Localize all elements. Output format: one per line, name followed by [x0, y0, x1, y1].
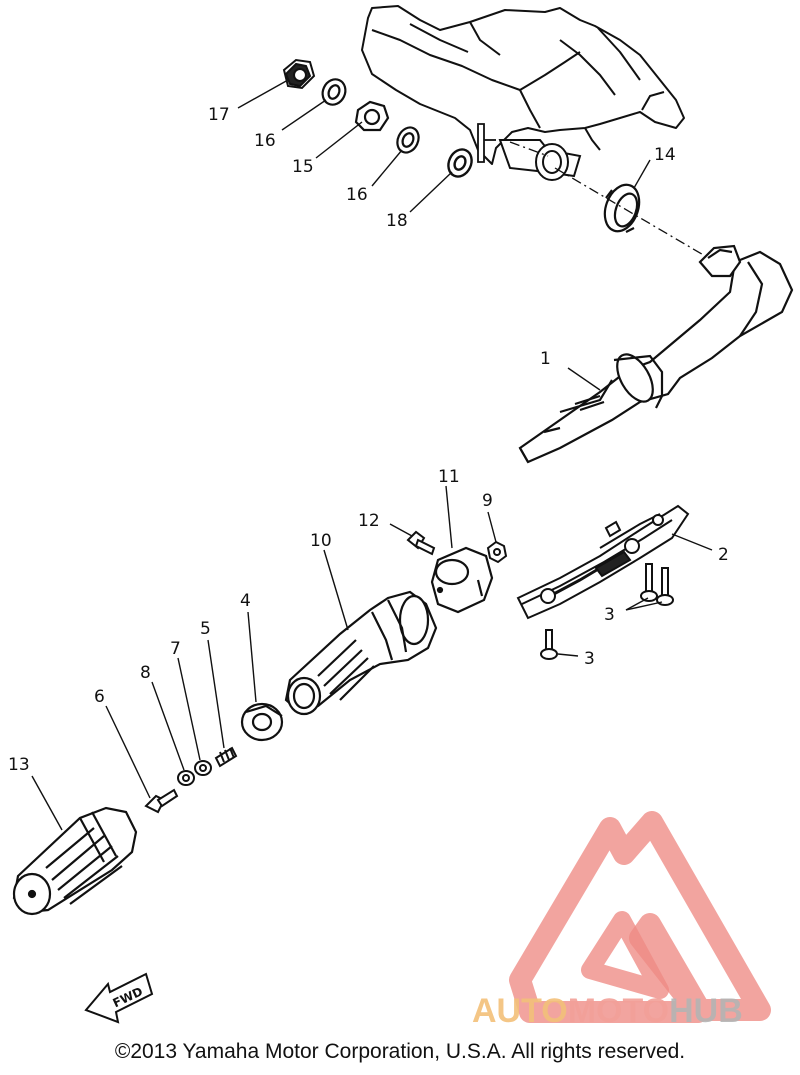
label-part-14: 14: [654, 145, 676, 165]
part-3-screw-c: [540, 629, 558, 660]
label-part-13: 13: [8, 755, 30, 775]
bracket-housing: [361, 5, 685, 165]
bracket-stud: [477, 123, 496, 163]
automotohub-logo-text: AUTOMOTOHUB: [472, 992, 743, 1030]
label-part-16-middle: 16: [346, 185, 368, 205]
label-part-9: 9: [482, 491, 493, 511]
label-part-11: 11: [438, 467, 460, 487]
part-11-collar: [430, 546, 494, 614]
part-2-base-plate: [516, 504, 690, 620]
logo-text-moto: MOTO: [568, 992, 669, 1030]
label-part-17: 17: [208, 105, 230, 125]
logo-text-auto: AUTO: [472, 992, 568, 1030]
copyright-notice: ©2013 Yamaha Motor Corporation, U.S.A. A…: [114, 1040, 686, 1063]
part-18-washer: [447, 148, 473, 178]
label-part-10: 10: [310, 531, 332, 551]
label-part-3-lower: 3: [584, 649, 595, 669]
part-9-nut: [486, 540, 508, 564]
part-number-labels: 17 16 15 16 18 14 1 11 9 12 10 2 3 3 4 5…: [8, 105, 729, 775]
label-part-15: 15: [292, 157, 314, 177]
part-3-screw-b: [656, 567, 674, 606]
label-part-18: 18: [386, 211, 408, 231]
label-part-4: 4: [240, 591, 251, 611]
part-4-friction-knob: [240, 702, 284, 742]
part-17-nut: [282, 58, 316, 90]
logo-text-hub: HUB: [669, 992, 743, 1030]
assembly-center-line: [509, 141, 713, 261]
label-part-1: 1: [540, 349, 551, 369]
automotohub-logo-mark: [509, 811, 771, 1023]
part-8-washer: [177, 770, 195, 786]
label-part-5: 5: [200, 619, 211, 639]
part-16-washer-top: [321, 78, 347, 106]
bracket-bushing-bore: [498, 139, 582, 181]
part-13-rubber-grip: [12, 806, 138, 916]
part-7-washer: [194, 760, 212, 776]
label-part-3-upper: 3: [604, 605, 615, 625]
label-part-8: 8: [140, 663, 151, 683]
fwd-direction-arrow: FWD: [84, 972, 154, 1024]
part-3-screw-a: [640, 563, 658, 602]
leader-lines: [31, 79, 713, 831]
part-16-washer-middle: [396, 126, 420, 154]
label-part-12: 12: [358, 511, 380, 531]
part-1-steering-handle: [518, 244, 794, 464]
label-part-16-top: 16: [254, 131, 276, 151]
part-10-throttle-grip: [284, 590, 438, 716]
label-part-2: 2: [718, 545, 729, 565]
svg-text:AUTOMOTOHUB: AUTOMOTOHUB: [472, 992, 743, 1030]
label-part-6: 6: [94, 687, 105, 707]
part-5-spring: [214, 746, 238, 768]
part-14-bushing: [603, 183, 641, 233]
part-15-lock-plate: [354, 100, 390, 132]
label-part-7: 7: [170, 639, 181, 659]
part-6-screw: [144, 788, 179, 814]
